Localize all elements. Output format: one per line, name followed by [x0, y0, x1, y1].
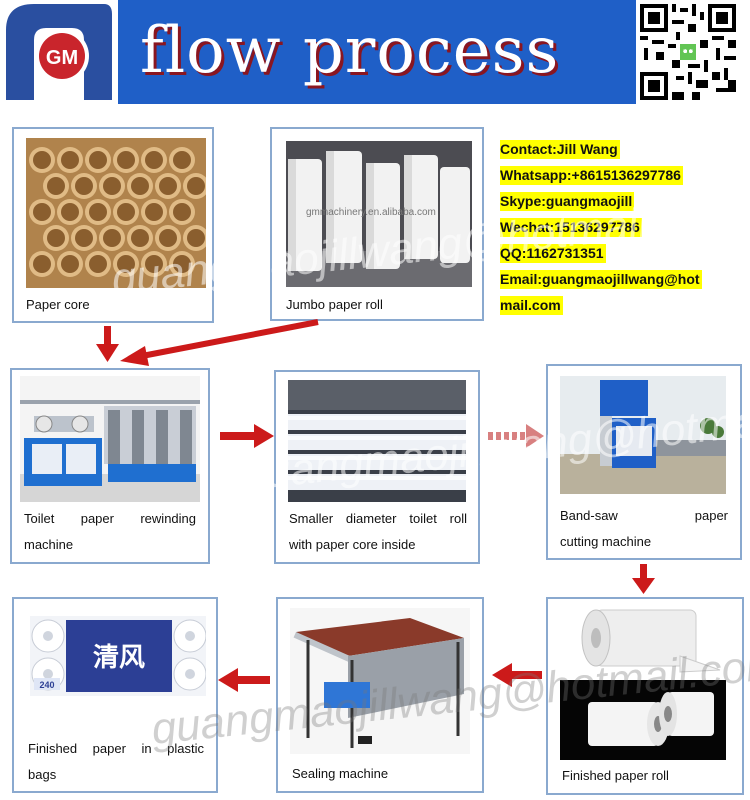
paper-core-photo	[26, 138, 206, 288]
contact-email: Email:guangmaojillwang@hot	[500, 270, 702, 289]
contact-qq: QQ:1162731351	[500, 244, 606, 263]
header-band	[118, 0, 636, 104]
sealing-photo	[290, 608, 470, 754]
smaller-roll-photo	[288, 380, 466, 502]
contact-email-cont: mail.com	[500, 296, 563, 315]
bags-caption-line2: bags	[28, 767, 57, 782]
arrow-core-down	[104, 326, 111, 346]
rewinding-photo	[20, 376, 200, 502]
finished-roll-caption: Finished paper roll	[562, 768, 669, 783]
rewinding-caption-line1: Toilet paper rewinding	[24, 511, 196, 526]
bags-brand: 清风	[93, 643, 145, 673]
band-saw-caption-line2: cutting machine	[560, 534, 652, 549]
bags-photo: 清风 240	[30, 616, 206, 696]
qr-code-icon	[640, 4, 736, 100]
jumbo-roll-caption: Jumbo paper roll	[286, 297, 383, 312]
contact-name: Contact:Jill Wang	[500, 140, 620, 159]
smaller-roll-caption-line2: with paper core inside	[289, 537, 416, 552]
contact-whatsapp: Whatsapp:+8615136297786	[500, 166, 683, 185]
contact-wechat: Wechat:15136297786	[500, 218, 642, 237]
arrow-roll-left	[510, 671, 542, 679]
paper-core-caption: Paper core	[26, 297, 90, 312]
rewinding-caption-line2: machine	[24, 537, 74, 552]
arrow-smaller-right	[488, 424, 544, 448]
arrow-seal-left	[236, 676, 270, 684]
logo-text: GM	[46, 47, 78, 69]
band-saw-caption-line1: Band-saw paper	[560, 508, 728, 523]
page-title: flow process	[140, 14, 560, 88]
arrow-jumbo-diagonal	[141, 319, 319, 359]
jumbo-photo-watermark: gmmachinery.en.alibaba.com	[306, 207, 436, 218]
contact-skype: Skype:guangmaojill	[500, 192, 635, 211]
smaller-roll-caption-line1: Smaller diameter toilet roll	[289, 511, 467, 526]
company-logo: GM	[0, 0, 118, 106]
arrow-rewind-right	[220, 432, 256, 440]
arrow-bandsaw-down	[640, 564, 647, 580]
band-saw-photo	[560, 376, 726, 494]
sealing-caption: Sealing machine	[292, 766, 389, 781]
jumbo-roll-photo: gmmachinery.en.alibaba.com	[286, 141, 472, 287]
bags-count: 240	[39, 680, 54, 690]
finished-roll-photo	[560, 606, 726, 760]
bags-caption-line1: Finished paper in plastic	[28, 741, 204, 756]
